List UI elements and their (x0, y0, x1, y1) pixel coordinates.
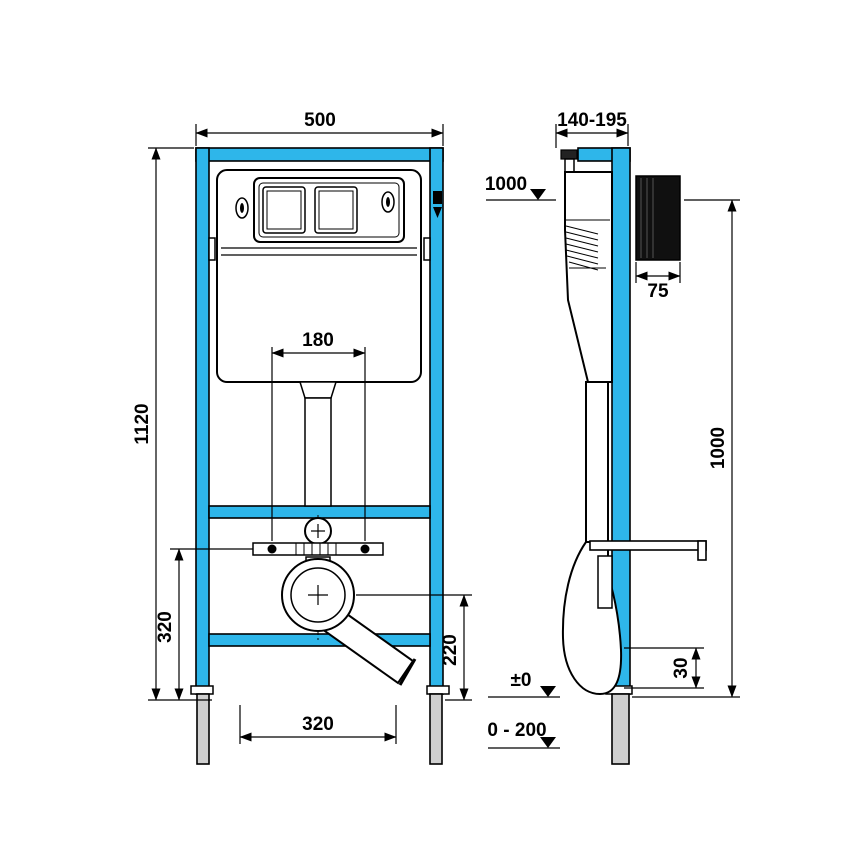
fixing-bolt-left (267, 544, 277, 554)
rail-marker (433, 191, 442, 204)
level-marker-icon (530, 189, 546, 200)
pipe-bracket (597, 555, 613, 609)
right-rail-clip (423, 237, 431, 261)
dim-frame-depth-range: 140-195 (555, 110, 629, 148)
dim-floor-level: ±0 (488, 670, 560, 698)
front-view: 500 1120 180 320 (132, 110, 472, 765)
dim-plate-width-label: 75 (647, 281, 669, 302)
flush-button-right (314, 186, 358, 234)
dim-front-width-label: 500 (304, 110, 336, 131)
dim-floor-adjust-range: 0 - 200 (487, 720, 560, 749)
dim-flush-pipe-spacing-label: 180 (302, 330, 334, 351)
front-frame (190, 147, 450, 765)
dim-floor-level-label: ±0 (511, 670, 532, 691)
dim-overall-height: 1000 (632, 199, 740, 698)
dim-outlet-center-height: 220 (356, 594, 472, 701)
dim-frame-depth-range-label: 140-195 (557, 110, 627, 131)
side-view: 140-195 1000 75 1000 (485, 110, 740, 765)
side-slot-right-pin (386, 197, 390, 207)
left-rail-clip (208, 237, 216, 261)
rail-marker-arrow-icon (433, 207, 442, 218)
floor-range-marker-icon (540, 737, 556, 748)
dim-lower-frame-height: 320 (155, 548, 253, 701)
frame-left-rail (195, 147, 210, 695)
wall-anchor-arm (589, 540, 707, 551)
dim-outlet-center-height-label: 220 (440, 634, 461, 666)
left-foot-plate (190, 685, 214, 695)
flush-plate-inner (258, 182, 400, 238)
pipe-connector (298, 381, 338, 399)
outlet-end-cap (398, 658, 417, 686)
frame-crossbar-lower (208, 633, 431, 647)
dim-front-height: 1120 (132, 147, 212, 701)
flush-button-right-inner (318, 190, 354, 230)
cistern-front (216, 169, 422, 383)
flush-pipe (304, 397, 332, 507)
side-slot-left-pin (240, 203, 244, 213)
floor-level-marker-icon (540, 686, 556, 697)
dim-flush-pipe-spacing: 180 (271, 330, 366, 541)
inlet-fitting (560, 149, 578, 160)
right-foot (429, 693, 443, 765)
flush-pipe-front (252, 381, 417, 686)
drain-flange-inner (290, 567, 346, 623)
dim-actuator-height: 1000 (485, 174, 556, 201)
plate-striations (640, 178, 654, 258)
frame-top-bar (195, 147, 444, 162)
flush-button-left (262, 186, 306, 234)
dim-outlet-offset: 30 (624, 647, 704, 689)
cistern-side (560, 149, 681, 383)
bracket-hatch (295, 543, 337, 555)
dim-floor-adjust-range-label: 0 - 200 (487, 720, 546, 741)
flush-pipe-side (561, 381, 707, 696)
fixing-bolt-right (360, 544, 370, 554)
right-foot-plate (426, 685, 450, 695)
dim-front-height-label: 1120 (132, 403, 153, 444)
dim-plate-width: 75 (635, 262, 681, 302)
front-dimensions: 500 1120 180 320 (132, 110, 472, 744)
dim-lower-frame-height-label: 320 (155, 611, 176, 643)
flush-button-left-inner (266, 190, 302, 230)
dim-foot-bolt-spacing-label: 320 (302, 714, 334, 735)
dim-actuator-height-label: 1000 (485, 174, 527, 195)
side-foot (611, 693, 630, 765)
side-frame (577, 147, 633, 765)
side-flush-pipe (585, 381, 609, 543)
inlet-pipe (564, 158, 575, 174)
frame-crossbar-upper (208, 505, 431, 519)
dim-front-width: 500 (195, 110, 444, 146)
side-dimensions: 140-195 1000 75 1000 (485, 110, 740, 749)
wall-mounting-plate (635, 175, 681, 261)
accordion-hatch (565, 219, 610, 271)
wall-anchor-hook (697, 540, 707, 561)
dim-outlet-offset-label: 30 (671, 657, 692, 678)
dim-foot-bolt-spacing: 320 (239, 705, 397, 744)
frame-right-rail (429, 147, 444, 695)
dim-overall-height-label: 1000 (708, 427, 729, 469)
left-foot (196, 693, 210, 765)
